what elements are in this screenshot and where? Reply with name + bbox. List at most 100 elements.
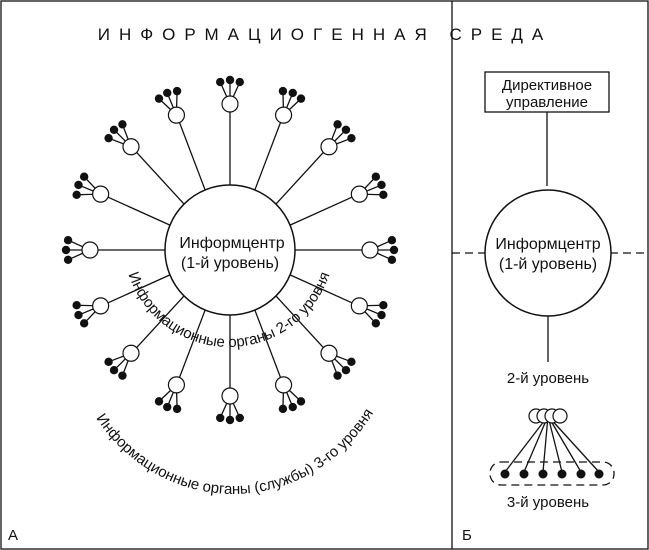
panel-a-infocenter-title: Информцентр (179, 235, 284, 252)
level3-node (347, 133, 356, 143)
level2-node (122, 344, 140, 362)
spoke-line (275, 295, 324, 349)
level3-node (288, 402, 297, 412)
level3-node (63, 236, 73, 245)
level3-node (371, 172, 381, 181)
level3-node (172, 404, 182, 414)
environment-title: ИНФОРМАЦИОГЕННАЯ СРЕДА (98, 25, 553, 44)
level2-node (122, 138, 140, 156)
fan-line (504, 415, 549, 473)
level3-node (63, 255, 73, 264)
level3-label: 3-й уровень (507, 494, 589, 511)
level3-node (379, 190, 388, 199)
spoke-line (178, 309, 206, 378)
level3-node (163, 88, 172, 98)
spoke-line (289, 196, 353, 226)
level3-node (216, 77, 225, 87)
level3-node (278, 404, 288, 414)
level2-node (350, 297, 368, 315)
panel-b-infocenter-circle (484, 189, 612, 317)
level3-node (371, 319, 381, 328)
panel-b-level2-node (552, 408, 568, 424)
level3-node (163, 402, 172, 412)
level3-node (74, 180, 83, 190)
level3-node (377, 310, 386, 320)
panel-b-level3-node (594, 469, 604, 479)
level2-node (81, 241, 99, 259)
level3-node (333, 120, 342, 129)
level2-node (92, 297, 110, 315)
level3-node (347, 357, 356, 367)
panel-b-level3-node (557, 469, 567, 479)
level3-node (172, 86, 182, 96)
panel-b-level3-node (576, 469, 586, 479)
level3-node (72, 190, 81, 199)
level3-node (109, 125, 119, 134)
level3-node (333, 371, 342, 380)
fan-line (542, 415, 549, 473)
panel-b-infocenter-title: Информцентр (495, 236, 600, 253)
spoke-line (136, 151, 185, 205)
level3-node (118, 371, 127, 380)
panel-b-level3-node (538, 469, 548, 479)
panel-b-infocenter-level: (1-й уровень) (499, 256, 597, 273)
level3-node (288, 88, 297, 98)
level2-node (320, 344, 338, 362)
directive-box-line1: Директивное (502, 77, 592, 94)
level3-node (154, 397, 164, 406)
level3-node (225, 415, 235, 425)
panel-a-infocenter-level: (1-й уровень) (181, 255, 279, 272)
level3-node (235, 77, 244, 87)
level3-node (278, 86, 288, 96)
level3-node (79, 319, 89, 328)
level2-node (221, 95, 239, 113)
level2-node (274, 376, 293, 394)
spoke-line (254, 309, 282, 378)
level2-node (320, 138, 338, 156)
directive-box-line2: управление (506, 94, 588, 111)
level2-node (92, 185, 110, 203)
panel-a-label: А (8, 527, 18, 544)
fan-line (547, 415, 582, 473)
level3-node (341, 125, 351, 134)
level2-node (274, 106, 293, 124)
level2-node (361, 241, 379, 259)
level3-node (216, 413, 225, 423)
level3-node (104, 357, 113, 367)
panel-b-label: Б (462, 527, 472, 544)
level3-node (296, 397, 306, 406)
level3-node (154, 94, 164, 103)
spoke-line (107, 274, 171, 304)
arc-label-level3: Информационные органы (службы) 3-го уров… (93, 406, 377, 498)
fan-line (547, 415, 563, 473)
level3-group-outline (489, 461, 615, 486)
fan-line (547, 415, 600, 473)
spoke-line (289, 274, 353, 304)
level3-fan (500, 408, 604, 479)
level3-node (79, 172, 89, 181)
level3-node (235, 413, 244, 423)
panel-b-level3-node (519, 469, 529, 479)
fan-line (523, 415, 549, 473)
level3-node (74, 310, 83, 320)
level3-node (296, 94, 306, 103)
level2-node (167, 106, 186, 124)
level3-node (387, 236, 397, 245)
level3-node (379, 301, 388, 310)
level3-node (61, 245, 71, 255)
level3-node (389, 245, 399, 255)
level2-node (350, 185, 368, 203)
level3-node (377, 180, 386, 190)
level3-node (387, 255, 397, 264)
spoke-line (275, 151, 324, 205)
level3-node (104, 133, 113, 143)
level2-node (167, 376, 186, 394)
level3-node (341, 366, 351, 375)
spoke-line (136, 295, 185, 349)
level3-node (118, 120, 127, 129)
spoke-line (254, 122, 282, 191)
arc-label-level3-path: Информационные органы (службы) 3-го уров… (93, 406, 377, 498)
